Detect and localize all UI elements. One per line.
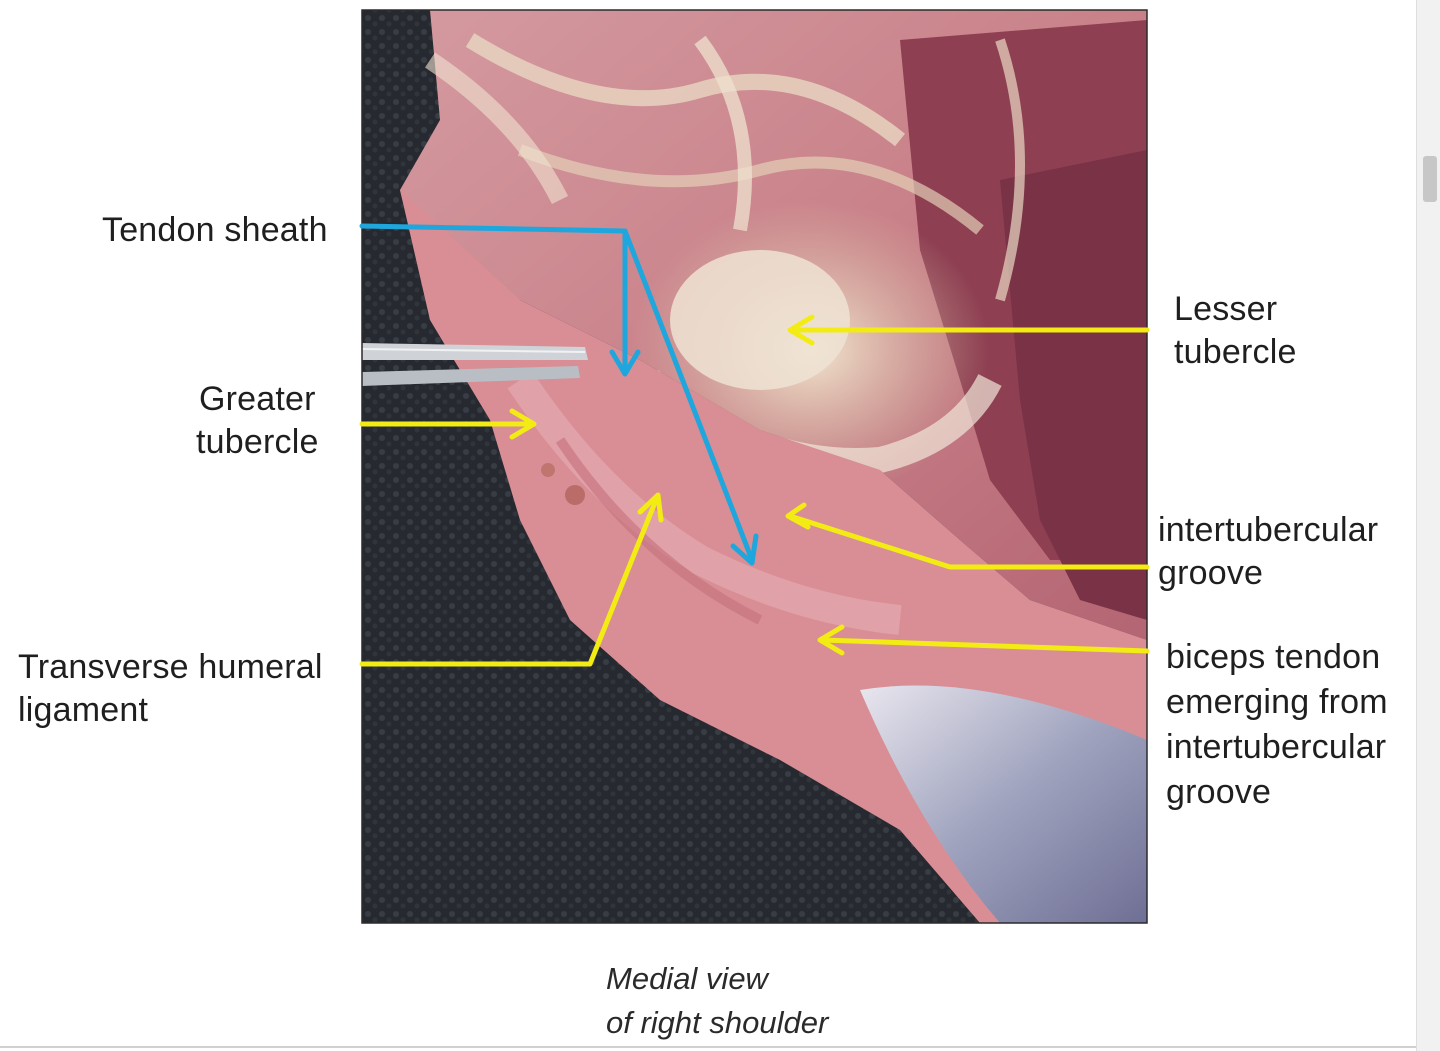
biceps-tendon-arrowhead [817, 624, 845, 656]
biceps-tendon-leader [819, 637, 1150, 654]
greater-tubercle-arrowhead [509, 408, 537, 440]
transverse-ligament-arrowhead [637, 492, 664, 523]
tendon-sheath-arrowhead-1 [609, 349, 641, 377]
label-tendon-sheath: Tendon sheath [102, 211, 328, 249]
scrollbar-thumb[interactable] [1423, 156, 1437, 202]
lesser-tubercle-arrowhead [787, 314, 815, 346]
label-transverse-humeral-ligament: Transverse humeral ligament [18, 648, 323, 729]
tendon-sheath-arrowhead-2 [730, 533, 759, 566]
vertical-scrollbar[interactable] [1416, 0, 1440, 1051]
label-lesser-tubercle: Lesser tubercle [1174, 290, 1297, 371]
label-intertubercular-groove: intertubercular groove [1158, 511, 1379, 592]
label-biceps-tendon: biceps tendon emerging from intertubercu… [1166, 638, 1388, 811]
leader-lines [359, 223, 1150, 667]
bottom-divider [0, 1046, 1416, 1048]
intertubercular-groove-leader [787, 513, 1150, 570]
figure-caption: Medial view of right shoulder [606, 961, 829, 1040]
transverse-ligament-leader [359, 497, 659, 667]
intertubercular-groove-arrowhead [785, 502, 811, 530]
label-greater-tubercle: Greater tubercle [196, 380, 319, 461]
